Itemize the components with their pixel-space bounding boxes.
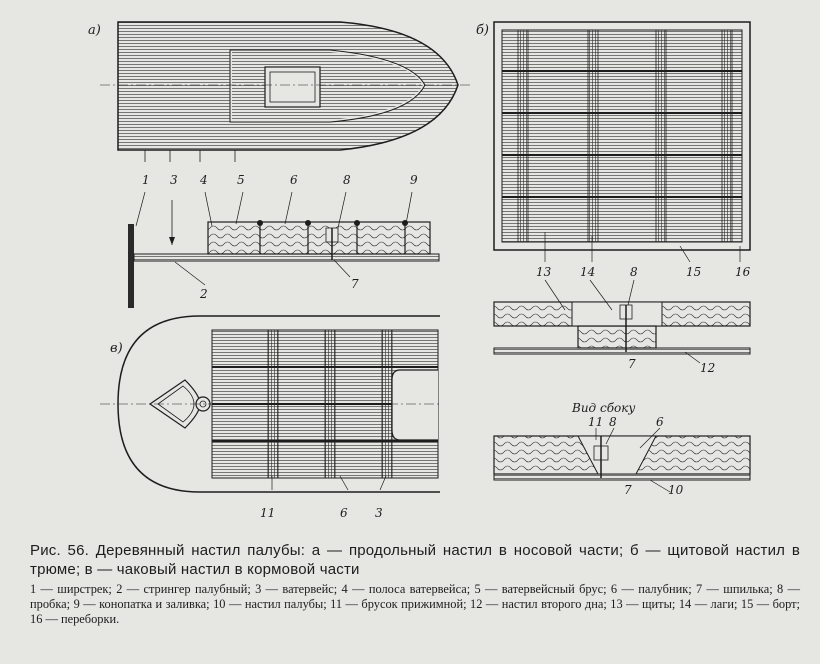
label-a-1: 1: [142, 173, 150, 187]
panel-b-section: [493, 279, 751, 364]
label-b-14: 14: [580, 265, 595, 279]
label-side-6: 6: [656, 415, 664, 429]
figure-caption: Рис. 56. Деревянный настил палубы: а — п…: [30, 541, 800, 628]
side-view-section: [493, 427, 751, 493]
label-side-11: 11: [588, 415, 603, 429]
label-v-6: 6: [340, 506, 348, 520]
panel-a-letter: а): [88, 23, 101, 38]
label-a-2: 2: [199, 287, 208, 301]
label-a-7: 7: [351, 277, 359, 291]
label-v-3: 3: [375, 506, 383, 520]
figure-drawing: а) 1 3 4 5 6 8 9 2 7: [88, 21, 751, 520]
label-b-16: 16: [735, 265, 751, 279]
label-b-13: 13: [536, 265, 552, 279]
panel-b-plan: [493, 21, 751, 263]
label-a-6: 6: [290, 173, 298, 187]
label-b-8: 8: [630, 265, 638, 279]
label-side-7: 7: [624, 483, 632, 497]
panel-v-plan: [100, 315, 440, 493]
label-a-3: 3: [170, 173, 178, 187]
panel-b-letter: б): [476, 23, 489, 38]
caption-legend: 1 — ширстрек; 2 — стрингер палубный; 3 —…: [30, 582, 800, 627]
label-a-8: 8: [343, 173, 351, 187]
label-a-4: 4: [199, 173, 208, 187]
label-b-12: 12: [700, 361, 715, 375]
label-a-5: 5: [237, 173, 245, 187]
panel-v-letter: в): [110, 341, 123, 356]
caption-title: Рис. 56. Деревянный настил палубы: а — п…: [30, 542, 800, 578]
panel-a-section: [128, 191, 440, 308]
panel-a-plan: [100, 21, 470, 162]
label-side-10: 10: [668, 483, 684, 497]
label-b-7: 7: [628, 357, 636, 371]
label-a-9: 9: [410, 173, 418, 187]
label-v-11: 11: [260, 506, 275, 520]
label-b-15: 15: [686, 265, 701, 279]
side-view-title: Вид сбоку: [571, 401, 635, 415]
label-side-8: 8: [609, 415, 617, 429]
